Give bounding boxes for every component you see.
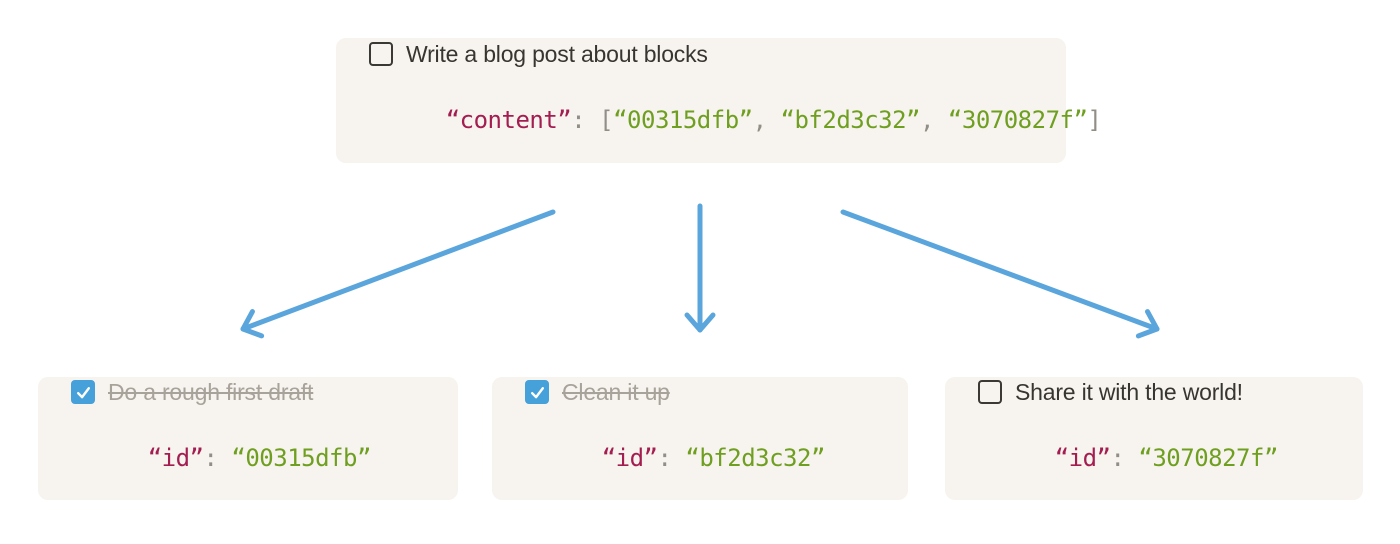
child-code-line-2: “id”: “bf2d3c32” xyxy=(518,419,882,498)
code-key-token: “id” xyxy=(1054,444,1111,473)
child-todo-row: Do a rough first draft xyxy=(71,379,432,406)
code-punct-token: : xyxy=(1110,444,1139,473)
child-todo-label-3: Share it with the world! xyxy=(1015,378,1243,405)
code-punct-token: : xyxy=(657,444,686,473)
code-string-token: “bf2d3c32” xyxy=(780,106,921,135)
child-todo-checkbox-1[interactable] xyxy=(71,380,95,405)
parent-block-card: Write a blog post about blocks “content”… xyxy=(336,38,1102,163)
child-code-line-3: “id”: “3070827f” xyxy=(971,419,1337,498)
child-todo-row: Share it with the world! xyxy=(978,379,1337,406)
code-key-token: “content” xyxy=(445,106,572,135)
parent-code-line: “content”: [“00315dfb”, “bf2d3c32”, “307… xyxy=(362,81,1102,160)
child-todo-checkbox-2[interactable] xyxy=(525,380,549,405)
code-string-token: “bf2d3c32” xyxy=(685,444,825,473)
parent-todo-row: Write a blog post about blocks xyxy=(369,41,1040,68)
code-punct-token: , xyxy=(752,106,781,135)
arrow-to-child-1 xyxy=(240,209,556,339)
code-punct-token: : xyxy=(571,106,600,135)
code-punct-token: : xyxy=(203,444,232,473)
parent-todo-checkbox[interactable] xyxy=(369,42,393,67)
arrow-to-child-3 xyxy=(840,209,1160,339)
child-block-card-3: Share it with the world! “id”: “3070827f… xyxy=(945,377,1363,500)
parent-todo-label: Write a blog post about blocks xyxy=(406,40,708,67)
child-block-card-2: Clean it up “id”: “bf2d3c32” xyxy=(492,377,908,500)
code-string-token: “00315dfb” xyxy=(231,444,371,473)
code-key-token: “id” xyxy=(601,444,658,473)
child-todo-label-1: Do a rough first draft xyxy=(108,378,314,405)
code-string-token: “3070827f” xyxy=(947,106,1088,135)
code-punct-token: , xyxy=(920,106,948,135)
code-punct-token: [ xyxy=(599,106,614,135)
check-icon xyxy=(76,386,90,399)
child-todo-label-2: Clean it up xyxy=(562,378,670,405)
child-todo-checkbox-3[interactable] xyxy=(978,380,1002,405)
code-punct-token: ] xyxy=(1087,106,1102,135)
check-icon xyxy=(530,386,544,399)
code-string-token: “3070827f” xyxy=(1138,444,1278,473)
code-string-token: “00315dfb” xyxy=(613,106,753,135)
child-block-card-1: Do a rough first draft “id”: “00315dfb” xyxy=(38,377,458,500)
code-key-token: “id” xyxy=(147,444,204,473)
child-code-line-1: “id”: “00315dfb” xyxy=(64,419,432,498)
child-todo-row: Clean it up xyxy=(525,379,882,406)
